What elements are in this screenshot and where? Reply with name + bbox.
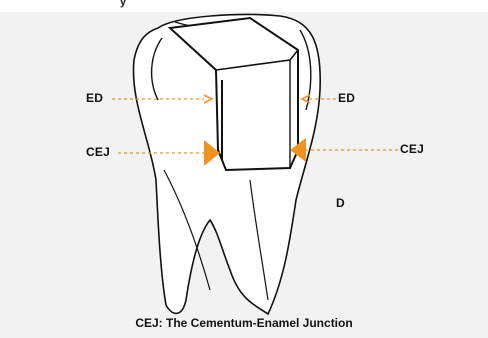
label-cej-left: CEJ	[86, 145, 110, 159]
label-cej-right: CEJ	[400, 142, 424, 156]
label-dentin: D	[336, 196, 345, 210]
caption: CEJ: The Cementum-Enamel Junction	[0, 316, 488, 330]
label-ed-left: ED	[86, 91, 103, 105]
label-ed-right: ED	[338, 91, 355, 105]
